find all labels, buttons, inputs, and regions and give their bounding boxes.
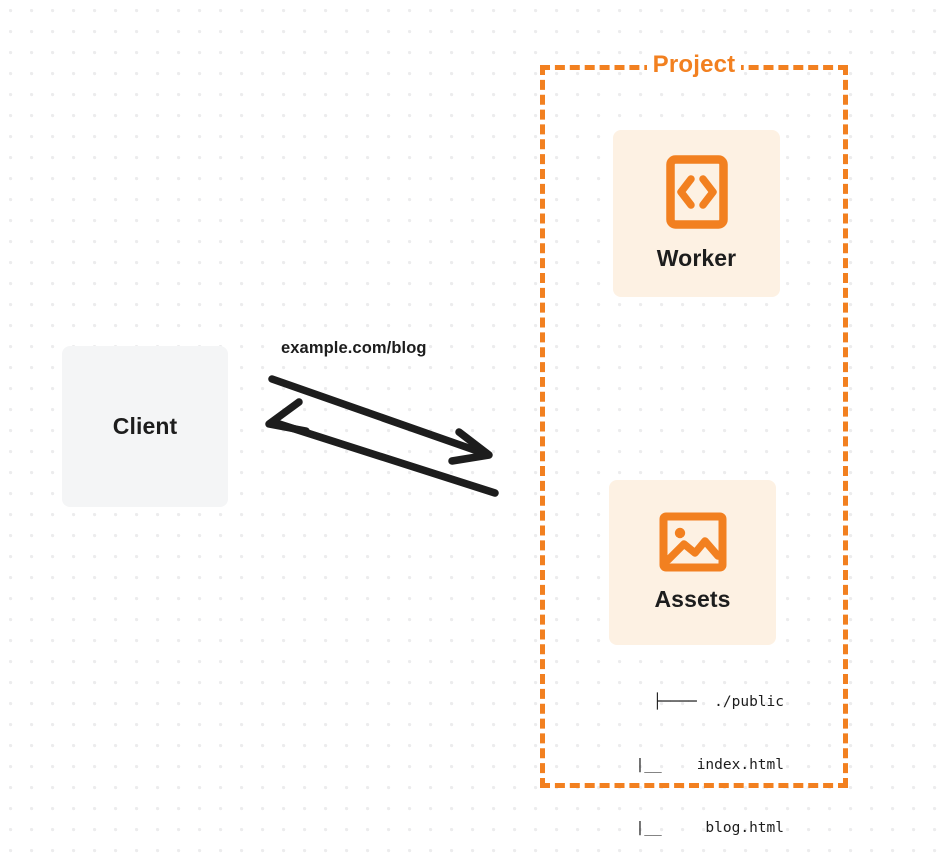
- worker-node[interactable]: Worker: [613, 130, 780, 297]
- assets-node-label: Assets: [654, 586, 731, 612]
- tree-row: |__ blog.html: [609, 820, 784, 836]
- tree-row: ├──── ./public: [653, 694, 784, 710]
- assets-node[interactable]: Assets: [609, 480, 776, 645]
- code-brackets-icon: [665, 155, 728, 229]
- client-node[interactable]: Client: [62, 346, 228, 507]
- worker-node-label: Worker: [656, 245, 737, 271]
- tree-row: |__ index.html: [609, 757, 784, 773]
- client-node-label: Client: [112, 413, 178, 439]
- request-arrow: [268, 375, 493, 465]
- assets-file-tree: ├──── ./public |__ index.html |__ blog.h…: [560, 650, 784, 860]
- image-picture-icon: [659, 512, 727, 572]
- response-arrow: [265, 398, 499, 497]
- request-url-label: example.com/blog: [281, 339, 427, 357]
